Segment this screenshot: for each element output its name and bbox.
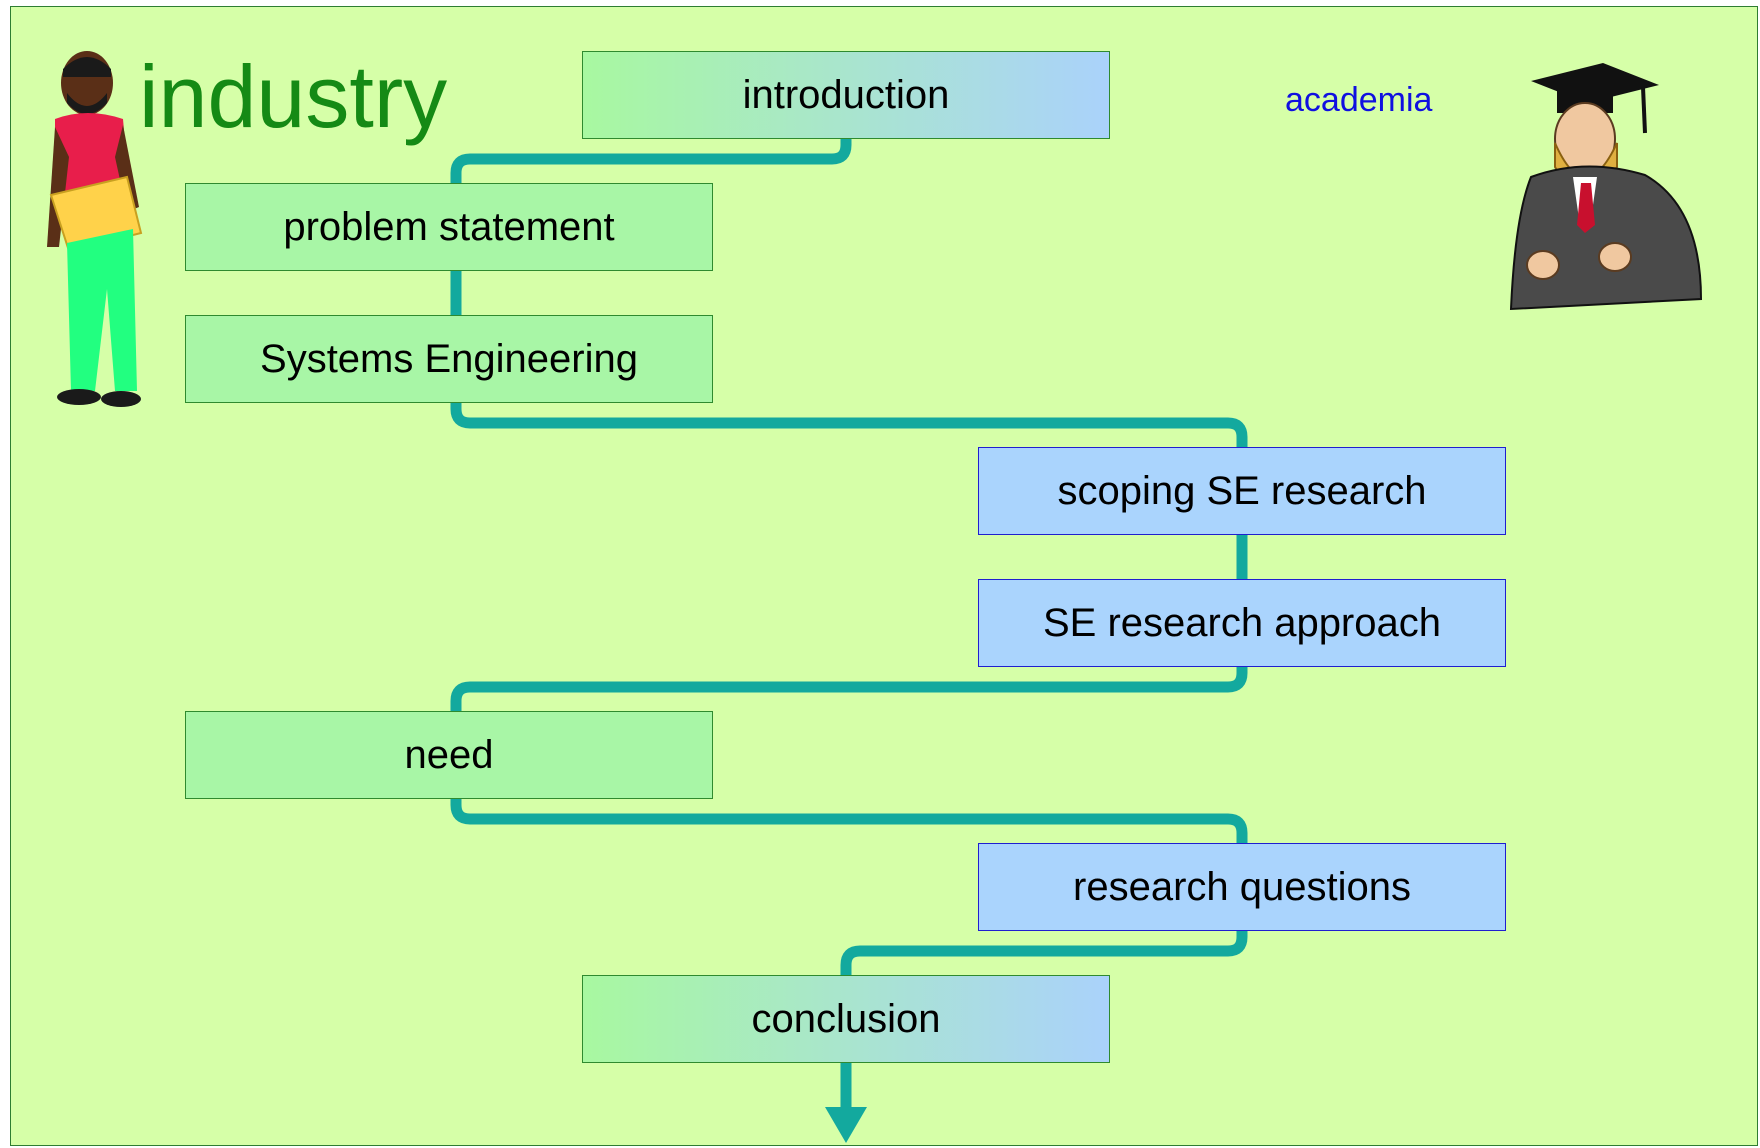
- academia-label: academia: [1285, 81, 1433, 119]
- professor-graduate-icon: [1509, 63, 1703, 311]
- industry-worker-icon: [47, 51, 143, 407]
- step-systems-engineering: Systems Engineering: [185, 315, 713, 403]
- step-need: need: [185, 711, 713, 799]
- step-introduction: introduction: [582, 51, 1110, 139]
- step-se-research-approach: SE research approach: [978, 579, 1506, 667]
- industry-label: industry: [139, 47, 448, 146]
- arrow-head-icon: [825, 1107, 867, 1143]
- step-problem-statement: problem statement: [185, 183, 713, 271]
- step-research-questions: research questions: [978, 843, 1506, 931]
- step-scoping-se-research: scoping SE research: [978, 447, 1506, 535]
- flow-connector: [47, 51, 1703, 1143]
- slide: industry academia introduction problem s…: [10, 6, 1758, 1146]
- step-conclusion: conclusion: [582, 975, 1110, 1063]
